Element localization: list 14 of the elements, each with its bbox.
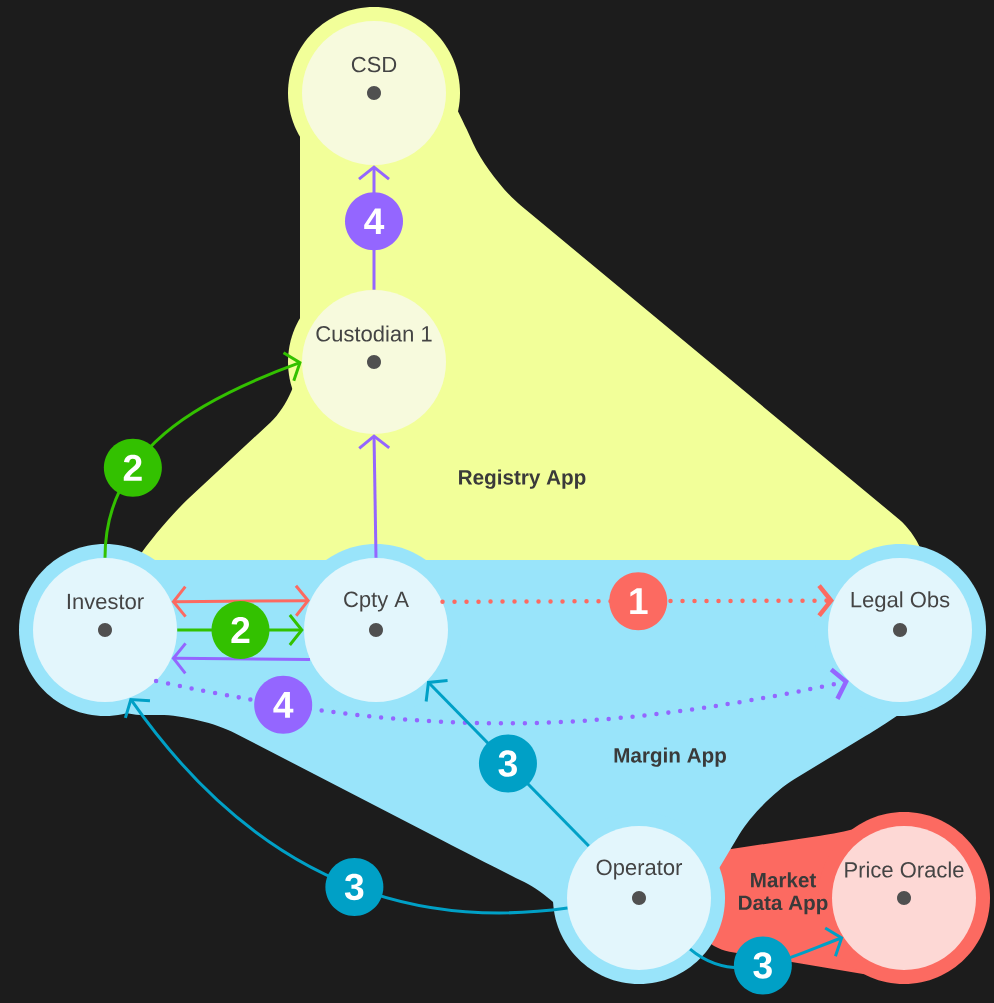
- arrow: [171, 584, 310, 618]
- edge-label: 2: [211, 601, 270, 659]
- edge-label: 3: [733, 936, 792, 995]
- arrow: [153, 667, 849, 726]
- edge-label: 4: [254, 675, 313, 734]
- arrow: [440, 584, 834, 618]
- arrow: [171, 642, 310, 675]
- arrow: [123, 697, 568, 914]
- arrow: [358, 434, 391, 558]
- edge-label: 2: [103, 438, 162, 497]
- edge-label: 4: [345, 192, 403, 251]
- edge-label: 3: [478, 734, 537, 793]
- edge-label: 3: [325, 857, 384, 916]
- edge-label: 1: [609, 572, 668, 631]
